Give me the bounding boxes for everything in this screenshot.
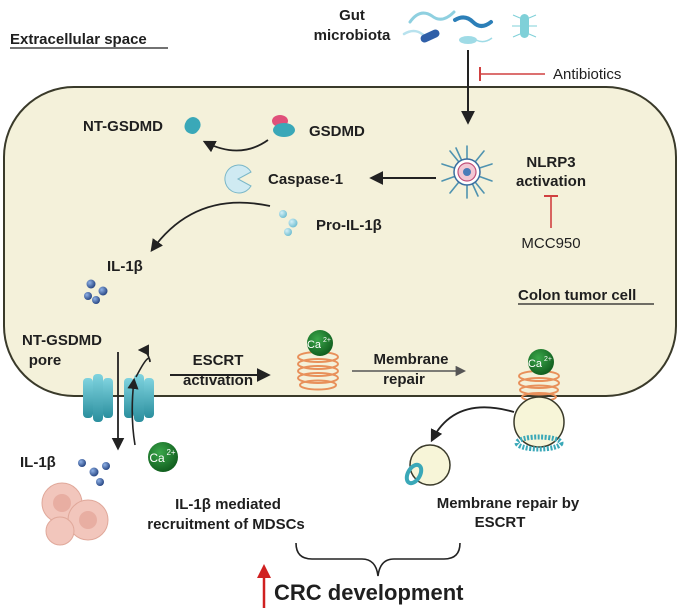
arrow-ca-into-pore [127,377,139,446]
pro-il1b-label: Pro-IL-1β [316,217,382,234]
svg-text:Ca: Ca [528,358,543,370]
nlrp3-label-line2: activation [516,173,586,190]
gut-bacteria-icon [402,10,537,44]
svg-text:2+: 2+ [323,337,331,344]
crc-development-label: CRC development [274,580,464,605]
il1b-inside-icon [84,279,108,304]
extracellular-space-label: Extracellular space [10,31,147,48]
gsdmd-icon [272,115,295,137]
il1b-outside-icon [78,459,110,486]
nt-gsdmd-pore-label-line1: NT-GSDMD [22,332,102,349]
mdsc-cells-icon [41,482,109,546]
svg-text:Ca: Ca [149,451,165,465]
calcium-ion-icon-2: Ca 2+ [528,349,554,375]
colon-tumor-cell-membrane [3,86,677,397]
arrow-vesicle-release [430,406,515,443]
released-vesicle-icon [404,444,451,486]
membrane-repair-by-escrt-label-line2: ESCRT [475,514,526,531]
escrt-activation-label-line2: activation [183,372,253,389]
membrane-repair-label-line1: Membrane [373,351,448,368]
gut-microbiota-label-line2: microbiota [314,27,391,44]
nt-gsdmd-label: NT-GSDMD [83,118,163,135]
escrt-activation-label-line1: ESCRT [193,352,244,369]
il1b-mediated-label-line2: recruitment of MDSCs [147,516,305,533]
nlrp3-label-line1: NLRP3 [526,154,575,171]
escrt-spiral-icon [297,351,339,391]
gut-microbiota-label-line1: Gut [339,7,365,24]
caspase-1-label: Caspase-1 [268,171,343,188]
il1b-inside-label: IL-1β [107,258,143,275]
il1b-outside-label: IL-1β [20,454,56,471]
arrow-gsdmd-to-nt-gsdmd [202,139,269,153]
svg-text:Ca: Ca [307,339,322,351]
il1b-mediated-label-line1: IL-1β mediated [175,496,281,513]
crc-increase-arrowhead [257,564,271,578]
nt-gsdmd-icon [184,117,201,134]
svg-text:2+: 2+ [544,356,552,363]
antibiotics-label: Antibiotics [553,66,621,83]
arrow-into-pore [135,344,151,378]
arrow-pro-il1b-to-il1b [150,201,271,253]
budding-vesicle-icon [513,396,565,452]
caspase-1-icon [224,164,252,194]
nlrp3-inflammasome-icon [441,145,493,199]
colon-tumor-cell-label: Colon tumor cell [518,287,636,304]
mcc950-label: MCC950 [521,235,580,252]
converging-brace [295,542,461,577]
svg-text:2+: 2+ [166,448,175,457]
pro-il1b-icon [279,210,298,236]
calcium-ion-icon: Ca 2+ [307,330,333,356]
nt-gsdmd-pore-label-line2: pore [29,352,62,369]
calcium-ion-outside-icon: Ca 2+ [148,442,178,472]
membrane-repair-label-line2: repair [383,371,425,388]
membrane-repair-by-escrt-label-line1: Membrane repair by [437,495,580,512]
gsdmd-label: GSDMD [309,123,365,140]
